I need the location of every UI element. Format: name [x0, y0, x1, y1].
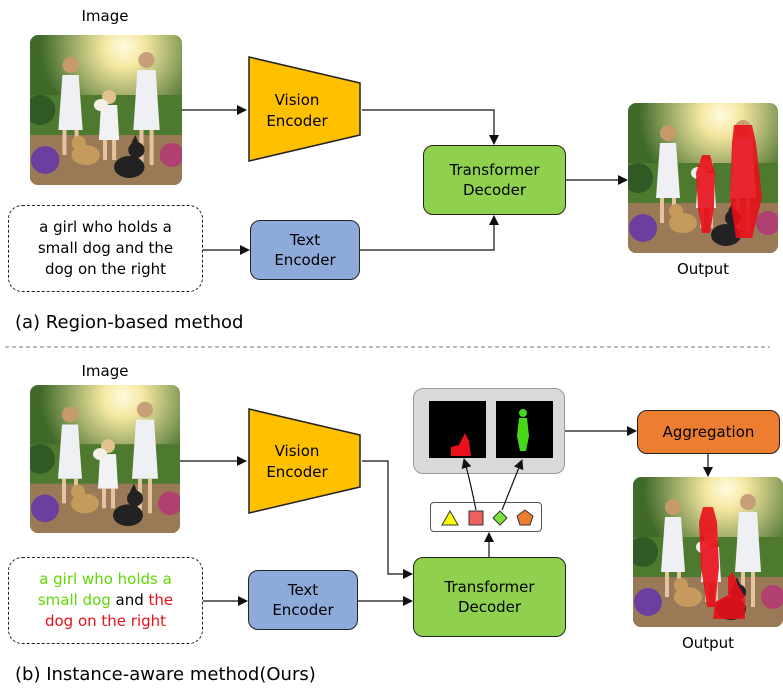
bottom-output-label: Output — [681, 634, 735, 652]
bottom-vision-encoder-shape — [248, 408, 361, 514]
orange-pentagon-token — [516, 509, 534, 526]
arrow-text-to-decoder-top — [360, 215, 499, 251]
arrow-token-to-green-mask — [501, 459, 524, 511]
instance-mask-panel — [413, 388, 565, 474]
green-instance-mask — [496, 401, 553, 458]
top-vision-encoder-shape — [248, 56, 361, 162]
red-square-token — [468, 510, 484, 526]
green-diamond-token — [492, 510, 508, 526]
arrow-vision-to-decoder-top — [362, 109, 499, 145]
red-instance-mask — [429, 401, 486, 458]
bottom-caption: (b) Instance-aware method(Ours) — [15, 664, 316, 685]
section-divider — [5, 346, 770, 348]
bottom-image-label: Image — [81, 362, 129, 380]
arrow-token-to-red-mask — [461, 458, 477, 511]
yellow-triangle-token — [441, 509, 459, 526]
top-output-image — [628, 103, 778, 253]
top-output-label: Output — [676, 260, 730, 278]
instance-token-strip — [430, 502, 542, 532]
top-text-query: a girl who holds a small dog and the dog… — [8, 205, 203, 292]
bottom-output-image — [633, 477, 783, 627]
arrow-vision-to-decoder-bottom — [362, 460, 413, 579]
aggregation-box: Aggregation — [637, 410, 780, 454]
bottom-text-query: a girl who holds a small dog and the dog… — [8, 557, 203, 644]
top-caption: (a) Region-based method — [15, 312, 244, 333]
top-image-label: Image — [81, 7, 129, 25]
